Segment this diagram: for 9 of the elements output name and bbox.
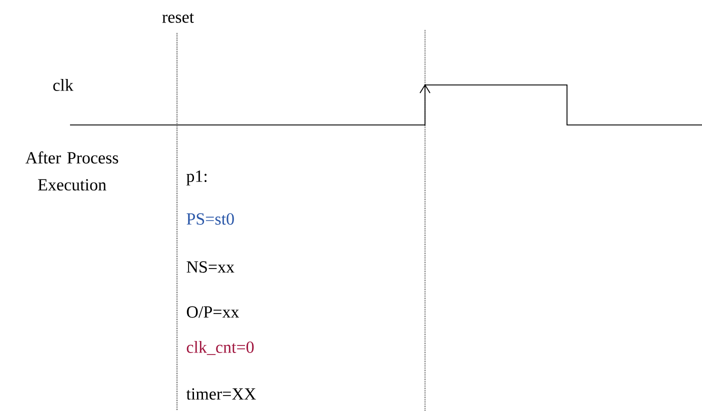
- signal-label: reset: [162, 13, 194, 23]
- signal-label: clk: [53, 79, 74, 91]
- state-value: PS=st0: [186, 213, 234, 225]
- state-value: O/P=xx: [186, 306, 240, 318]
- row-label: After Process Execution: [25, 151, 118, 191]
- state-value: clk_cnt=0: [186, 341, 254, 355]
- state-value: NS=xx: [186, 261, 234, 273]
- state-value: timer=XX: [186, 388, 256, 400]
- process-label: p1:: [186, 170, 207, 186]
